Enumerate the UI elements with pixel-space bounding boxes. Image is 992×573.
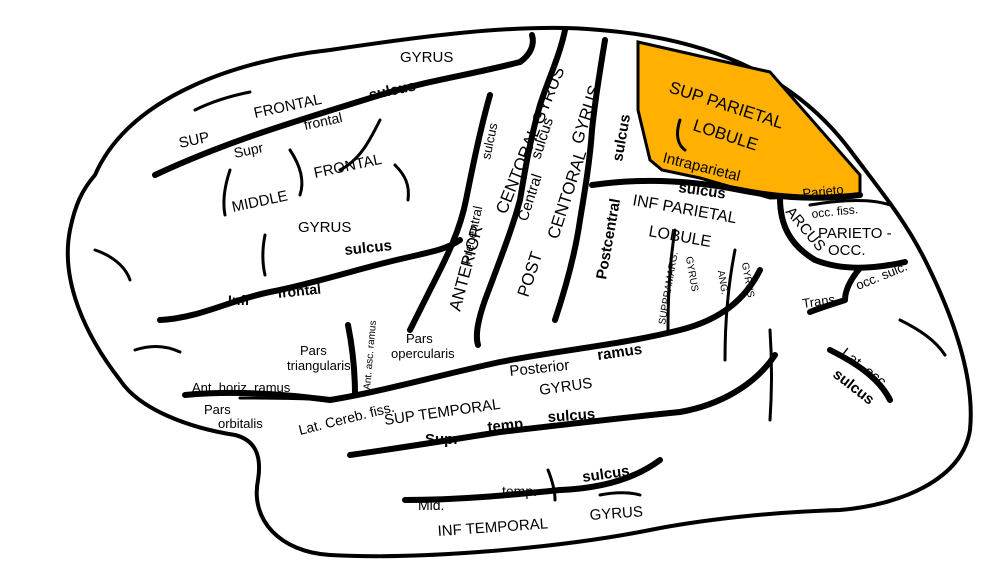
supramarginal-fissure <box>666 228 677 332</box>
occipital-fissure-lower <box>898 318 947 357</box>
anterior-horizontal-ramus <box>238 396 332 402</box>
frontal-pole-fissure-1 <box>93 248 132 282</box>
label-parieto-occ-1: PARIETO - <box>818 225 892 242</box>
lateral-cerebral-fissure <box>182 267 763 403</box>
angular-fissure <box>723 248 737 362</box>
label-ramus: ramus <box>596 341 643 364</box>
label-sulcus-sts: sulcus <box>547 406 596 426</box>
middle-frontal-fissure-3 <box>393 163 410 202</box>
superior-frontal-sulcus <box>152 59 523 178</box>
label-gyrus-mid: GYRUS <box>298 219 351 236</box>
label-pars-triangularis-1: Pars <box>300 343 327 358</box>
middle-frontal-fissure-4 <box>222 168 232 217</box>
label-trans: Trans <box>801 291 836 310</box>
inferior-temporal-fissure <box>598 491 642 497</box>
label-sulcus-intrap: sulcus <box>677 179 726 202</box>
middle-temporal-sulcus <box>402 457 663 503</box>
frontal-upper-fissure <box>193 90 252 112</box>
label-ang: ANG. <box>715 270 730 296</box>
middle-frontal-fissure-2 <box>338 118 382 172</box>
label-frontal-ifs: frontal <box>277 281 322 301</box>
middle-frontal-fissure-1 <box>288 148 304 197</box>
label-pars-triangularis-2: triangularis <box>287 358 351 373</box>
postcentral-sulcus <box>552 37 608 323</box>
label-frontal-sfs: frontal <box>302 109 343 133</box>
frontal-pole-fissure-2 <box>133 345 182 354</box>
label-gyrus-inftemp: GYRUS <box>589 503 643 524</box>
temporal-fissure-small-2 <box>768 328 773 422</box>
label-temp-sts: temp. <box>487 415 529 436</box>
label-pars-orbitalis-2: orbitalis <box>218 416 263 431</box>
precentral-sulcus <box>407 92 493 333</box>
middle-frontal-fissure-5 <box>261 233 267 277</box>
transverse-occipital-sulcus <box>807 265 863 315</box>
label-sup: SUP <box>177 129 211 152</box>
superior-frontal-sulcus-branch <box>517 32 536 65</box>
sup-parietal-inner-fissure <box>676 118 687 152</box>
label-temp-mts: temp. <box>502 483 537 499</box>
label-parieto: Parieto <box>802 182 845 201</box>
label-parieto-occ-2: OCC. <box>828 242 866 259</box>
label-mid: Mid. <box>418 497 444 513</box>
parieto-occ-arcus-inner <box>808 199 892 207</box>
temporal-fissure-small <box>546 468 557 502</box>
label-pars-opercularis-2: opercularis <box>391 346 455 361</box>
label-pars-orbitalis-1: Pars <box>204 402 231 417</box>
label-supr-temp: Supr <box>425 431 459 448</box>
label-sulcus-ifs: sulcus <box>344 237 393 259</box>
anterior-ascending-ramus <box>345 322 358 398</box>
label-posterior: Posterior <box>509 357 570 380</box>
label-sulcus-mts: sulcus <box>581 463 630 486</box>
label-infr: Infr <box>228 292 251 308</box>
intraparietal-sulcus <box>589 177 863 201</box>
label-pars-opercularis-1: Pars <box>406 331 433 346</box>
label-supr: Supr <box>232 139 265 161</box>
label-occ-fiss: occ. fiss. <box>811 202 859 221</box>
parieto-occipital-fissure <box>777 195 908 271</box>
label-ant-horiz-ramus: Ant. horiz. ramus <box>192 380 291 395</box>
inferior-frontal-sulcus <box>157 237 463 323</box>
central-sulcus <box>473 27 568 348</box>
lateral-occipital-sulcus <box>827 347 893 403</box>
superior-temporal-sulcus <box>347 352 778 458</box>
label-gyrus-top: GYRUS <box>400 49 453 66</box>
